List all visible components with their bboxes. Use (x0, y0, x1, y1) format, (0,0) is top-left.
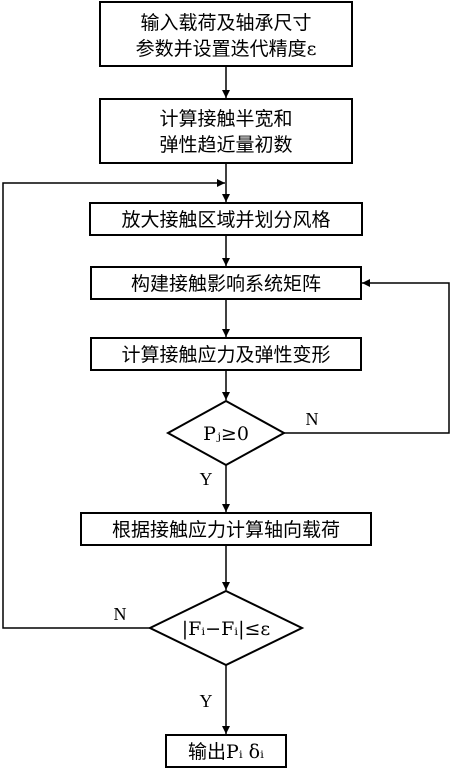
stress-text: 计算接触应力及弹性变形 (121, 344, 330, 366)
convergence-text: |Fᵢ−Fᵢ|≤ε (182, 618, 271, 640)
convergence-yes-label: Y (200, 691, 213, 711)
output-text: 输出Pᵢ δᵢ (188, 741, 264, 763)
matrix-text: 构建接触影响系统矩阵 (131, 273, 321, 295)
mesh-box (89, 202, 363, 236)
convergence-no-loop-line (2, 179, 225, 629)
input-parameters-line1: 输入载荷及轴承尺寸 (140, 12, 311, 34)
output-box (165, 734, 287, 768)
initial-values-line1: 计算接触半宽和 (159, 108, 292, 130)
initial-values-box (99, 98, 353, 164)
pressure-no-loop-line (284, 279, 450, 434)
pressure-yes-label: Y (200, 469, 213, 489)
axial-load-box (80, 512, 372, 546)
stress-box (90, 337, 362, 371)
input-parameters-line2: 参数并设置迭代精度ε (136, 38, 317, 60)
input-parameters-box (99, 1, 353, 67)
axial-load-text: 根据接触应力计算轴向载荷 (112, 519, 340, 541)
pressure-no-label: N (306, 409, 319, 429)
mesh-text: 放大接触区域并划分风格 (121, 209, 330, 231)
initial-values-line2: 弹性趋近量初数 (159, 134, 292, 156)
pressure-check-text: Pⱼ≥0 (203, 423, 249, 445)
convergence-no-label: N (114, 604, 127, 624)
